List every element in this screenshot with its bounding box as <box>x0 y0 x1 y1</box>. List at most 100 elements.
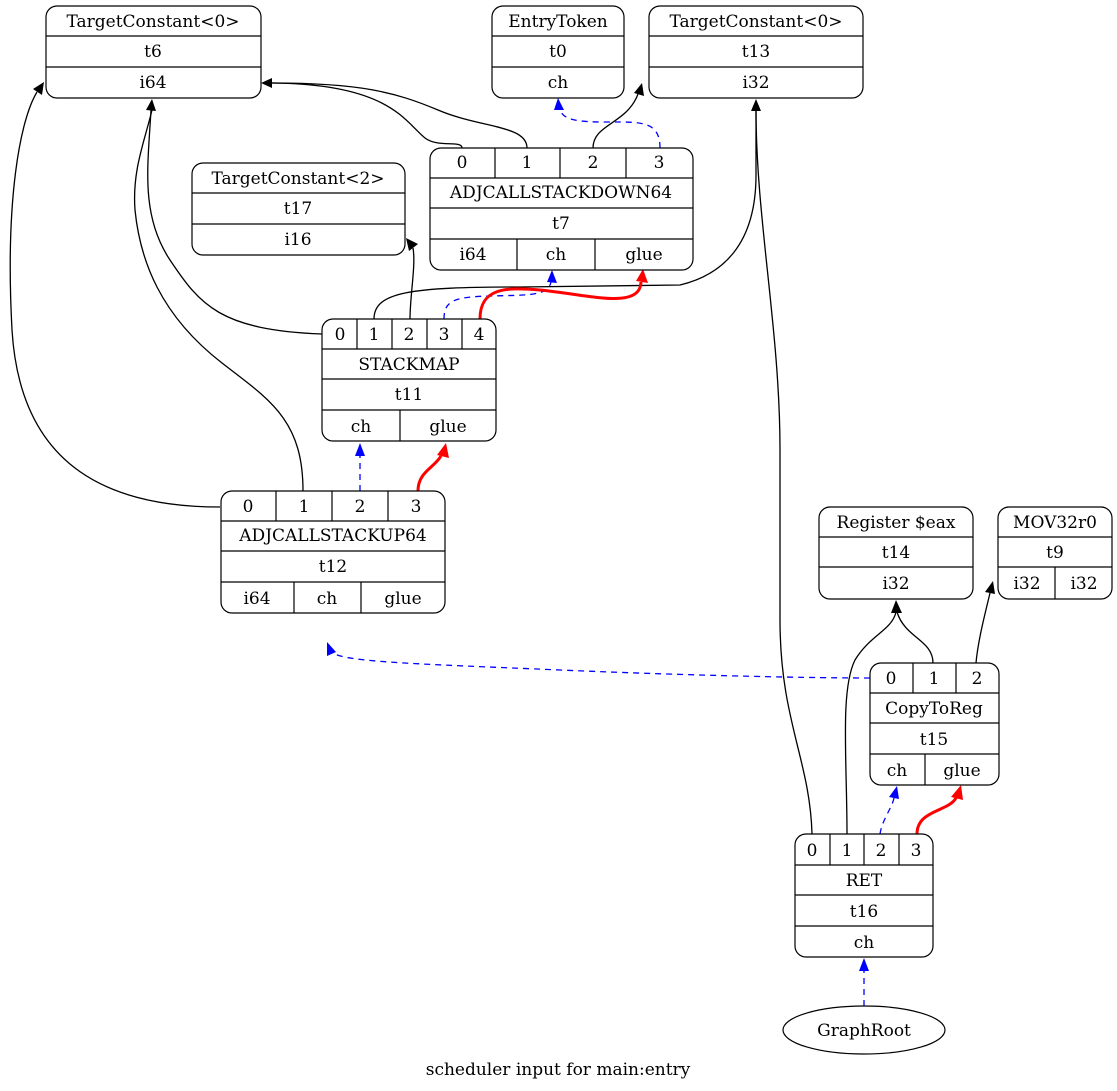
arrow-t11-op3 <box>547 270 557 283</box>
node-t12-operand-3: 3 <box>411 497 422 517</box>
node-t16-operand-2: 2 <box>876 841 887 861</box>
node-t7-operand-0: 0 <box>457 153 468 173</box>
node-t9-result-1: i32 <box>1070 574 1097 594</box>
arrow-t12-op3 <box>437 443 449 458</box>
node-t12[interactable]: 0 1 2 3 ADJCALLSTACKUP64 t12 i64 ch glue <box>220 490 446 614</box>
node-t14-id: t14 <box>882 543 910 563</box>
node-t15-operand-2: 2 <box>972 669 983 689</box>
arrow-t16-op3 <box>951 785 963 800</box>
node-t11-operand-3: 3 <box>439 325 450 345</box>
node-t14-result-0: i32 <box>882 574 909 594</box>
node-t15-result-0: ch <box>887 761 908 781</box>
node-t6[interactable]: TargetConstant<0> t6 i64 <box>45 5 262 99</box>
node-t7-operand-3: 3 <box>654 153 665 173</box>
node-t6-result-0: i64 <box>139 73 166 93</box>
node-t7-result-2: glue <box>625 245 662 265</box>
node-t11-operand-2: 2 <box>404 325 415 345</box>
arrow-t7-op0 <box>261 78 272 88</box>
node-t9[interactable]: MOV32r0 t9 i32 i32 <box>997 506 1113 600</box>
edge-t16-op1-to-t14 <box>844 611 897 835</box>
node-t11[interactable]: 0 1 2 3 4 STACKMAP t11 ch glue <box>321 318 497 442</box>
arrow-t11-op0 <box>751 99 761 111</box>
node-t15-operand-0: 0 <box>886 669 897 689</box>
node-t0-result-0: ch <box>548 73 569 93</box>
node-t7-id: t7 <box>552 214 570 234</box>
node-t17-result-0: i16 <box>284 230 311 250</box>
node-t16-operand-1: 1 <box>842 841 853 861</box>
node-t12-id: t12 <box>319 557 347 577</box>
edge-t12-op3-to-t11 <box>416 455 443 492</box>
edge-t15-op1-to-t14 <box>896 611 934 664</box>
edge-t11-op2-to-t17 <box>409 247 415 320</box>
node-graph-root-label: GraphRoot <box>817 1021 911 1041</box>
node-t12-operand-1: 1 <box>299 497 310 517</box>
node-t17-op: TargetConstant<2> <box>211 169 384 189</box>
node-t0[interactable]: EntryToken t0 ch <box>491 5 625 99</box>
node-graph-root[interactable]: GraphRoot <box>782 1005 946 1055</box>
edge-t12-op1-to-t6 <box>133 109 304 492</box>
node-t11-result-1: glue <box>429 417 466 437</box>
arrow-t11-op4 <box>636 269 648 283</box>
node-t6-id: t6 <box>144 42 162 62</box>
edge-t11-op0-to-t13 <box>373 110 757 320</box>
arrow-t15-op1 <box>891 600 902 613</box>
arrow-t7-op3 <box>554 98 564 110</box>
arrow-t7-op2 <box>634 83 644 96</box>
edge-t7-op1-to-t6 <box>271 82 528 149</box>
node-t15[interactable]: 0 1 2 CopyToReg t15 ch glue <box>869 662 1000 786</box>
node-t15-id: t15 <box>920 730 948 750</box>
node-t7-result-1: ch <box>546 245 567 265</box>
node-t11-id: t11 <box>395 385 423 405</box>
arrow-t11-op2 <box>406 238 418 251</box>
edge-t16-op3-to-t15 <box>915 797 958 835</box>
node-t12-result-0: i64 <box>243 589 270 609</box>
node-t12-operand-2: 2 <box>355 497 366 517</box>
arrow-root <box>859 958 869 971</box>
node-t13-op: TargetConstant<0> <box>669 12 842 32</box>
node-t9-op: MOV32r0 <box>1013 513 1097 533</box>
arrow-t12-op2 <box>355 443 365 456</box>
node-t15-op: CopyToReg <box>885 699 983 719</box>
arrow-t12-op0 <box>33 82 44 95</box>
node-t7[interactable]: 0 1 2 3 ADJCALLSTACKDOWN64 t7 i64 ch glu… <box>429 147 694 271</box>
node-t6-op: TargetConstant<0> <box>66 12 239 32</box>
node-t15-result-1: glue <box>943 761 980 781</box>
node-t9-result-0: i32 <box>1013 574 1040 594</box>
node-t14-op: Register $eax <box>837 513 956 533</box>
node-t16-operand-0: 0 <box>807 841 818 861</box>
node-t11-op: STACKMAP <box>358 355 459 375</box>
node-t11-operand-1: 1 <box>369 325 380 345</box>
arrow-t15-op0 <box>327 642 336 656</box>
node-t17-id: t17 <box>284 199 312 219</box>
node-t16-id: t16 <box>850 902 878 922</box>
node-t12-result-1: ch <box>317 589 338 609</box>
node-t11-operand-0: 0 <box>335 325 346 345</box>
graph-caption: scheduler input for main:entry <box>426 1060 691 1080</box>
node-t12-operand-0: 0 <box>243 497 254 517</box>
arrow-t11-op1 <box>146 99 156 111</box>
arrow-t15-op2 <box>985 581 995 594</box>
node-t11-operand-4: 4 <box>474 325 485 345</box>
node-t12-op: ADJCALLSTACKUP64 <box>238 526 426 546</box>
node-t7-operand-1: 1 <box>522 153 533 173</box>
edge-t12-op0-to-t6 <box>9 91 221 508</box>
node-t17[interactable]: TargetConstant<2> t17 i16 <box>191 162 406 256</box>
edge-t16-op0-to-t13 <box>755 109 813 835</box>
edge-t15-op0-to-t12 <box>331 651 871 679</box>
edge-t11-op4-to-t7 <box>478 281 643 320</box>
node-t7-operand-2: 2 <box>588 153 599 173</box>
node-t11-result-0: ch <box>351 417 372 437</box>
node-t13-result-0: i32 <box>742 73 769 93</box>
node-t16-result-0: ch <box>854 933 875 953</box>
node-t9-id: t9 <box>1046 543 1064 563</box>
node-t14[interactable]: Register $eax t14 i32 <box>818 506 974 600</box>
edge-t15-op2-to-t9 <box>975 592 991 664</box>
edge-t7-op3-to-t0 <box>559 108 661 149</box>
node-t13-id: t13 <box>742 42 770 62</box>
node-t7-result-0: i64 <box>459 245 486 265</box>
node-t16-op: RET <box>846 871 883 891</box>
node-t16[interactable]: 0 1 2 3 RET t16 ch <box>794 833 934 958</box>
node-t13[interactable]: TargetConstant<0> t13 i32 <box>648 5 864 99</box>
arrow-t16-op2 <box>889 786 899 799</box>
